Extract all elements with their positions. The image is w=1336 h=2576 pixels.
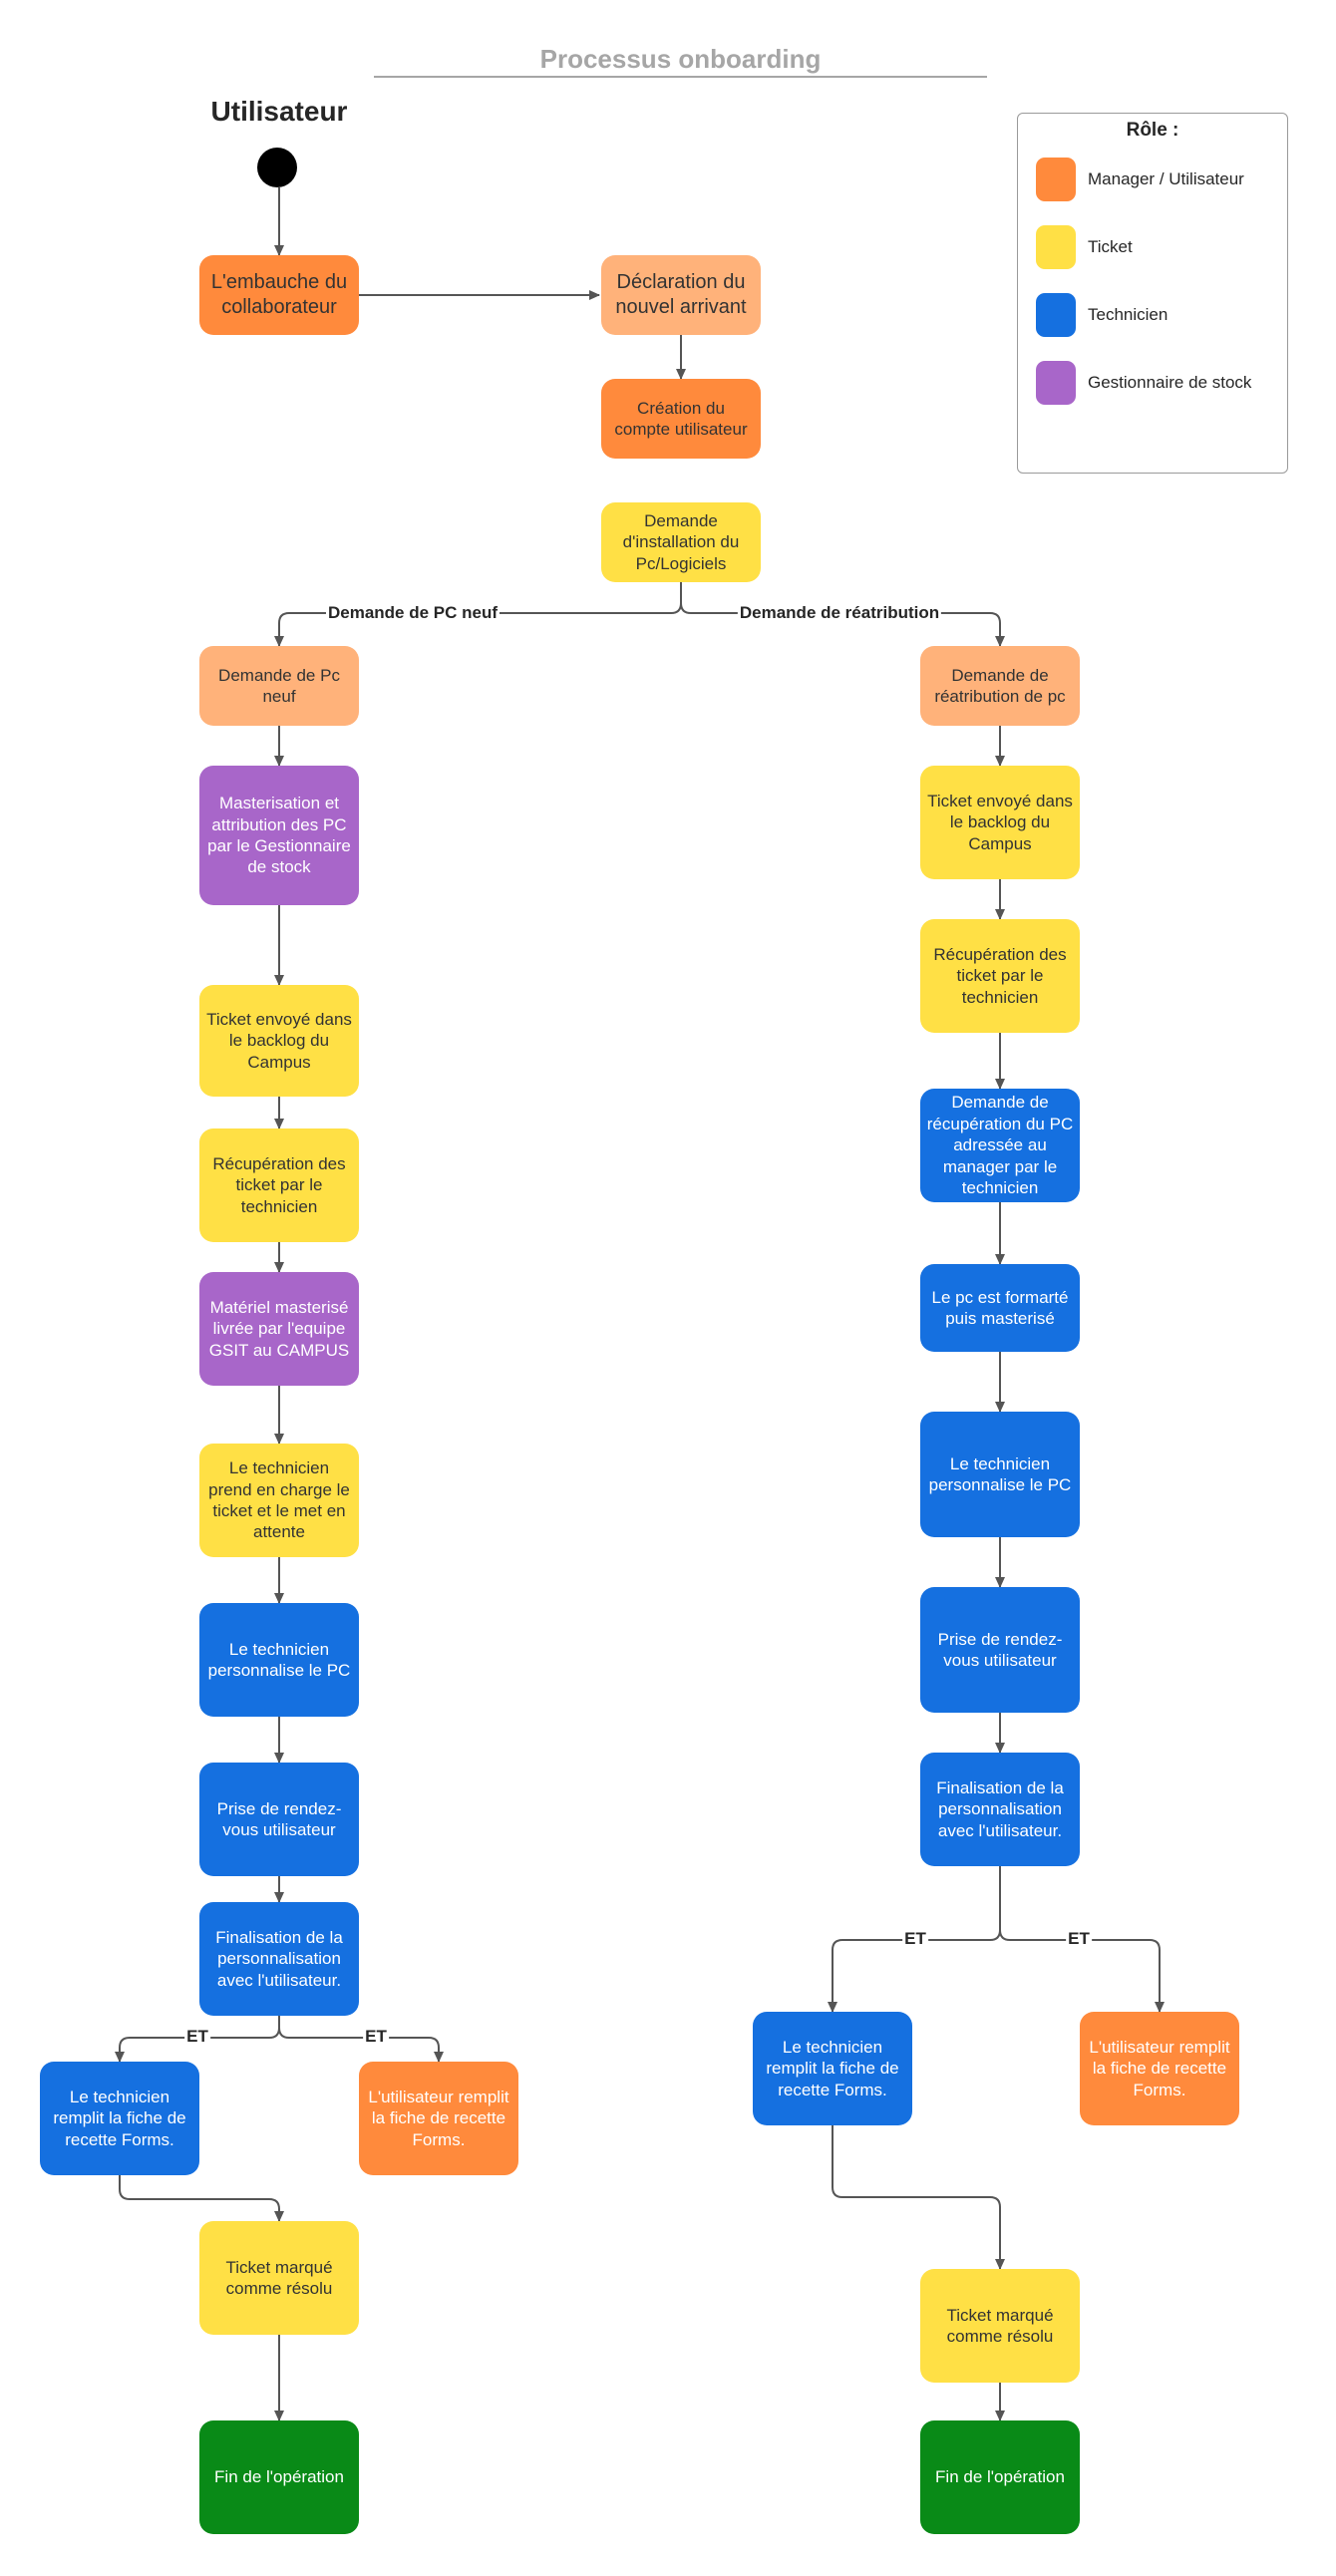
legend-title: Rôle : [1126, 120, 1179, 141]
node-left-demande-pc-neuf: Demande de Pc neuf [199, 646, 359, 726]
node-right-personnalise: Le technicien personnalise le PC [920, 1412, 1080, 1537]
node-left-prise-en-charge: Le technicien prend en charge le ticket … [199, 1444, 359, 1557]
node-left-tech-recette: Le technicien remplit la fiche de recett… [40, 2062, 199, 2175]
legend-swatch [1036, 293, 1076, 337]
node-left-ticket-envoye: Ticket envoyé dans le backlog du Campus [199, 985, 359, 1097]
node-right-demande-reattribution: Demande de réatribution de pc [920, 646, 1080, 726]
node-left-finalisation: Finalisation de la personnalisation avec… [199, 1902, 359, 2016]
edge-l-et-right [278, 2016, 444, 2063]
title-underline [374, 76, 987, 78]
node-right-ticket-envoye: Ticket envoyé dans le backlog du Campus [920, 766, 1080, 879]
legend-item-gestionnaire: Gestionnaire de stock [1036, 361, 1251, 405]
legend: Rôle : Manager / Utilisateur Ticket Tech… [1017, 113, 1288, 474]
edge-label-et-right-2: ET [1066, 1929, 1092, 1949]
node-demande-installation: Demande d'installation du Pc/Logiciels [601, 502, 761, 582]
node-right-ticket-resolu: Ticket marqué comme résolu [920, 2269, 1080, 2383]
legend-item-manager: Manager / Utilisateur [1036, 158, 1244, 201]
edge-label-et-left-2: ET [363, 2027, 389, 2047]
node-creation-compte: Création du compte utilisateur [601, 379, 761, 459]
edge-label-pc-neuf: Demande de PC neuf [325, 603, 501, 623]
node-right-fin: Fin de l'opération [920, 2420, 1080, 2534]
legend-swatch [1036, 158, 1076, 201]
legend-item-ticket: Ticket [1036, 225, 1133, 269]
node-left-user-recette: L'utilisateur remplit la fiche de recett… [359, 2062, 518, 2175]
edge-label-reattribution: Demande de réatribution [737, 603, 942, 623]
node-left-recuperation-ticket: Récupération des ticket par le technicie… [199, 1128, 359, 1242]
diagram-title: Processus onboarding [539, 44, 822, 74]
node-right-recuperation-ticket: Récupération des ticket par le technicie… [920, 919, 1080, 1033]
legend-item-technicien: Technicien [1036, 293, 1168, 337]
node-left-ticket-resolu: Ticket marqué comme résolu [199, 2221, 359, 2335]
node-left-personnalise: Le technicien personnalise le PC [199, 1603, 359, 1717]
node-left-rdv: Prise de rendez-vous utilisateur [199, 1763, 359, 1876]
node-left-fin: Fin de l'opération [199, 2420, 359, 2534]
legend-label: Gestionnaire de stock [1088, 373, 1252, 392]
edge-label-et-right-1: ET [902, 1929, 928, 1949]
node-right-user-recette: L'utilisateur remplit la fiche de recett… [1080, 2012, 1239, 2125]
edge-l-to-resolu [119, 2175, 284, 2222]
start-node [257, 148, 297, 187]
lane-label: Utilisateur [210, 96, 348, 127]
node-embauche: L'embauche du collaborateur [199, 255, 359, 335]
node-right-formate: Le pc est formarté puis masterisé [920, 1264, 1080, 1352]
node-left-materiel-livre: Matériel masterisé livrée par l'equipe G… [199, 1272, 359, 1386]
node-right-finalisation: Finalisation de la personnalisation avec… [920, 1753, 1080, 1866]
legend-label: Manager / Utilisateur [1088, 169, 1244, 188]
legend-swatch [1036, 361, 1076, 405]
node-right-rdv: Prise de rendez-vous utilisateur [920, 1587, 1080, 1713]
node-left-masterisation: Masterisation et attribution des PC par … [199, 766, 359, 905]
edge-r-to-resolu [832, 2125, 1005, 2270]
edge-label-et-left-1: ET [184, 2027, 210, 2047]
node-declaration: Déclaration du nouvel arrivant [601, 255, 761, 335]
legend-swatch [1036, 225, 1076, 269]
node-right-demande-recuperation: Demande de récupération du PC adressée a… [920, 1089, 1080, 1202]
legend-label: Ticket [1088, 237, 1133, 256]
node-right-tech-recette: Le technicien remplit la fiche de recett… [753, 2012, 912, 2125]
legend-label: Technicien [1088, 305, 1169, 324]
